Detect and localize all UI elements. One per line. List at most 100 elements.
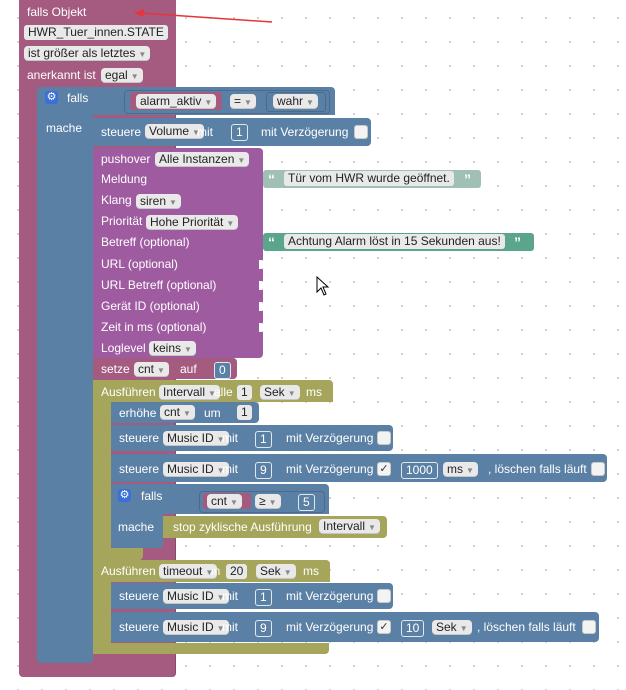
timeout-type-dropdown[interactable]: timeout▼ bbox=[159, 564, 218, 579]
um-label: um bbox=[204, 406, 221, 420]
interval-block[interactable] bbox=[93, 380, 111, 560]
quote-open-icon: “ bbox=[268, 171, 275, 187]
target-dropdown[interactable]: Volume▼ bbox=[145, 124, 204, 139]
interval-value-field[interactable]: 1 bbox=[237, 385, 252, 400]
trigger-title: falls Objekt bbox=[27, 5, 87, 19]
delay-label: mit Verzögerung bbox=[286, 589, 374, 603]
meldung-text-field[interactable]: Tür vom HWR wurde geöffnet. bbox=[284, 171, 454, 186]
delay-checkbox[interactable] bbox=[377, 589, 391, 603]
stop-type-dropdown[interactable]: Intervall▼ bbox=[319, 519, 380, 534]
object-id-field[interactable]: HWR_Tuer_innen.STATE bbox=[24, 25, 168, 40]
set-var-dropdown[interactable]: cnt▼ bbox=[134, 362, 169, 377]
timeout-value-field[interactable]: 20 bbox=[226, 564, 248, 579]
loglevel-dropdown[interactable]: keins▼ bbox=[149, 341, 196, 356]
value-field[interactable]: 9 bbox=[255, 462, 272, 479]
if-label: falls bbox=[67, 91, 89, 105]
geraet-input-socket[interactable] bbox=[259, 302, 265, 311]
delay-checkbox[interactable] bbox=[377, 431, 391, 445]
klang-dropdown[interactable]: siren▼ bbox=[136, 194, 181, 209]
value-field[interactable]: 1 bbox=[255, 589, 272, 606]
delay-checkbox[interactable]: ✓ bbox=[377, 462, 391, 476]
pushover-block[interactable] bbox=[93, 148, 263, 358]
ack-dropdown[interactable]: egal▼ bbox=[101, 68, 143, 83]
interval-type-dropdown[interactable]: Intervall▼ bbox=[159, 385, 220, 400]
interval-unit-dropdown[interactable]: Sek▼ bbox=[260, 385, 300, 400]
gear-icon[interactable]: ⚙ bbox=[45, 91, 58, 104]
set-value-field[interactable]: 0 bbox=[214, 362, 231, 379]
delay-unit-dropdown[interactable]: Sek▼ bbox=[432, 620, 472, 635]
timeout-block-footer bbox=[93, 643, 329, 654]
zeit-label: Zeit in ms (optional) bbox=[101, 320, 207, 334]
auf-label: auf bbox=[180, 362, 197, 376]
zeit-input-socket[interactable] bbox=[259, 323, 265, 332]
mit-label: mit bbox=[222, 620, 238, 634]
mit-label: mit bbox=[222, 589, 238, 603]
quote-close-icon: ” bbox=[464, 171, 471, 187]
delay-label: mit Verzögerung bbox=[286, 620, 374, 634]
control-label: steuere bbox=[101, 125, 142, 139]
value-field[interactable]: 1 bbox=[255, 431, 272, 448]
value-field[interactable]: 1 bbox=[231, 124, 248, 141]
operator-dropdown[interactable]: ≥▼ bbox=[255, 494, 281, 509]
increment-label: erhöhe bbox=[119, 406, 157, 420]
delay-label: mit Verzögerung bbox=[286, 431, 374, 445]
bool-dropdown[interactable]: wahr▼ bbox=[273, 94, 318, 109]
mouse-cursor-icon bbox=[316, 276, 330, 296]
mit-label: mit bbox=[222, 431, 238, 445]
betreff-text-field[interactable]: Achtung Alarm löst in 15 Sekunden aus! bbox=[284, 234, 505, 249]
target-dropdown[interactable]: Music ID▼ bbox=[163, 620, 229, 635]
value-field[interactable]: 9 bbox=[255, 620, 272, 637]
url-label: URL (optional) bbox=[101, 257, 178, 271]
interval-label: Ausführen bbox=[101, 385, 156, 399]
ack-label: anerkannt ist bbox=[27, 68, 96, 82]
mache-label: mache bbox=[118, 520, 155, 534]
control-label: steuere bbox=[119, 462, 160, 476]
clear-label: , löschen falls läuft bbox=[488, 462, 587, 476]
increment-var-dropdown[interactable]: cnt▼ bbox=[160, 405, 195, 420]
annotation-arrow bbox=[134, 9, 273, 23]
delay-value-field[interactable]: 1000 bbox=[401, 462, 438, 479]
condition-dropdown[interactable]: ist größer als letztes▼ bbox=[24, 46, 151, 61]
timeout-block[interactable] bbox=[93, 560, 111, 654]
klang-label: Klang bbox=[101, 193, 132, 207]
control-label: steuere bbox=[119, 620, 160, 634]
gear-icon[interactable]: ⚙ bbox=[118, 489, 131, 502]
control-music-block[interactable] bbox=[111, 425, 393, 451]
delay-value-field[interactable]: 10 bbox=[401, 620, 425, 637]
if-block[interactable] bbox=[37, 87, 93, 663]
if-label: falls bbox=[141, 489, 163, 503]
variable-dropdown[interactable]: alarm_aktiv▼ bbox=[136, 94, 217, 109]
alle-label: alle bbox=[214, 385, 233, 399]
loglevel-label: Loglevel bbox=[101, 341, 146, 355]
instance-dropdown[interactable]: Alle Instanzen▼ bbox=[155, 152, 250, 167]
setze-label: setze bbox=[101, 362, 130, 376]
delay-checkbox[interactable] bbox=[354, 125, 368, 139]
stop-label: stop zyklische Ausführung bbox=[173, 520, 312, 534]
timeout-label: Ausführen bbox=[101, 564, 156, 578]
mache-label: mache bbox=[46, 121, 83, 135]
url-input-socket[interactable] bbox=[259, 260, 265, 269]
url-betreff-input-socket[interactable] bbox=[259, 281, 265, 290]
mit-label: mit bbox=[197, 125, 213, 139]
compare-value-field[interactable]: 5 bbox=[298, 494, 315, 511]
pushover-label: pushover bbox=[101, 152, 151, 166]
control-label: steuere bbox=[119, 431, 160, 445]
target-dropdown[interactable]: Music ID▼ bbox=[163, 431, 229, 446]
operator-dropdown[interactable]: =▼ bbox=[230, 94, 256, 109]
mit-label: mit bbox=[222, 462, 238, 476]
delay-unit-dropdown[interactable]: ms▼ bbox=[443, 462, 478, 477]
clear-checkbox[interactable] bbox=[582, 620, 596, 634]
betreff-label: Betreff (optional) bbox=[101, 235, 190, 249]
control-music-block[interactable] bbox=[111, 583, 393, 609]
clear-checkbox[interactable] bbox=[591, 462, 605, 476]
target-dropdown[interactable]: Music ID▼ bbox=[163, 589, 229, 604]
timeout-unit-dropdown[interactable]: Sek▼ bbox=[256, 564, 296, 579]
prioritaet-dropdown[interactable]: Hohe Priorität▼ bbox=[146, 215, 239, 230]
increment-value-field[interactable]: 1 bbox=[237, 405, 252, 420]
delay-label: mit Verzögerung bbox=[261, 125, 349, 139]
target-dropdown[interactable]: Music ID▼ bbox=[163, 462, 229, 477]
quote-close-icon: ” bbox=[514, 234, 521, 250]
variable-dropdown[interactable]: cnt▼ bbox=[207, 494, 242, 509]
url-betreff-label: URL Betreff (optional) bbox=[101, 278, 217, 292]
delay-checkbox[interactable]: ✓ bbox=[377, 620, 391, 634]
